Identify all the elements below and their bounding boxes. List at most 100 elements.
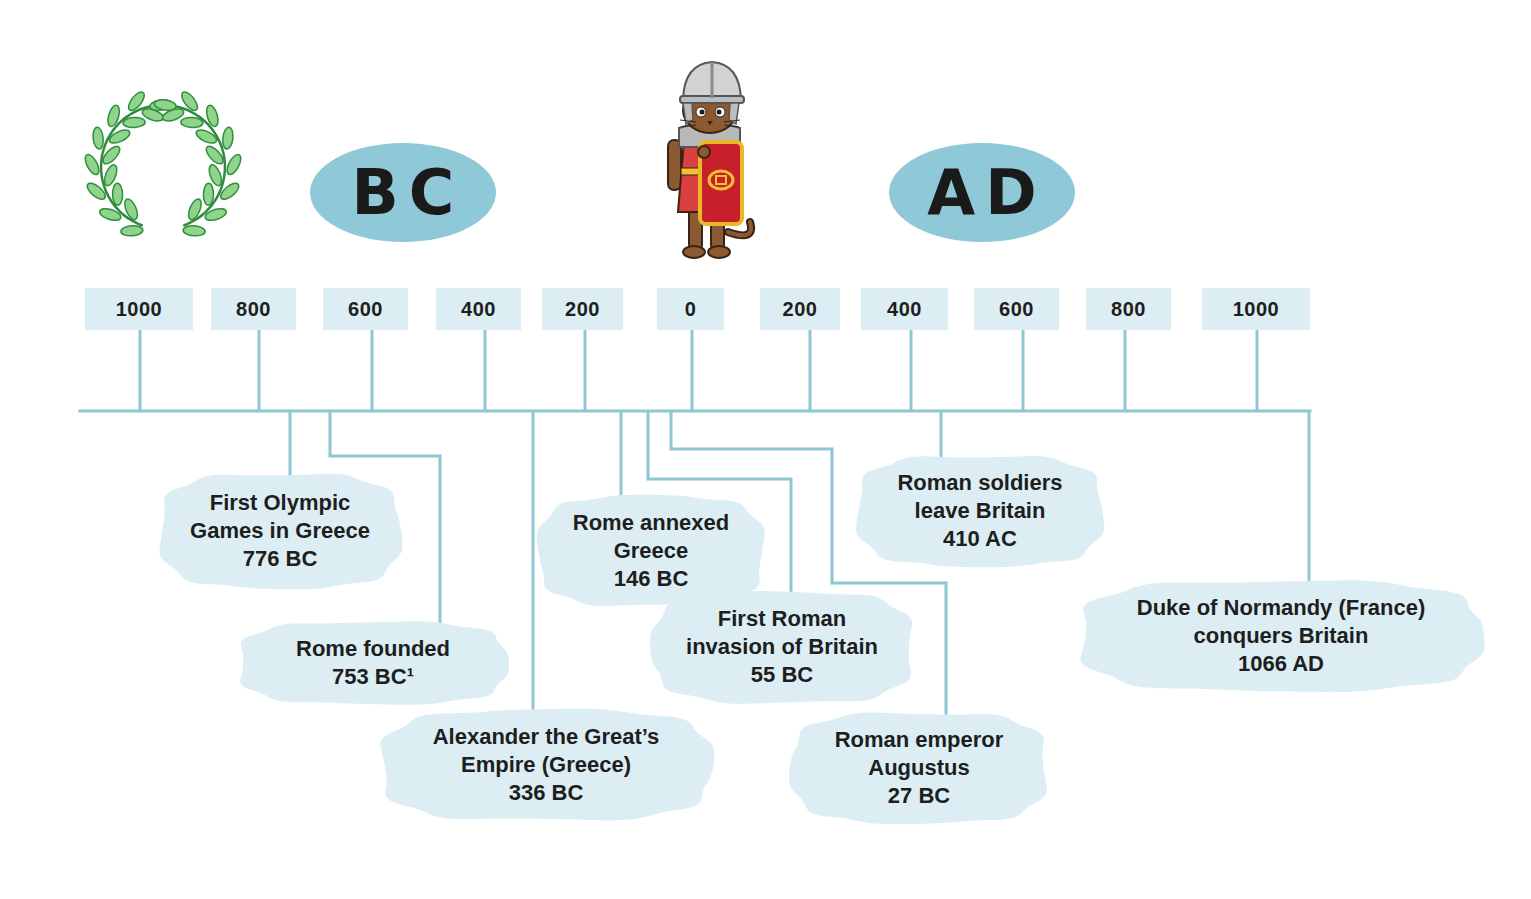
soldier-cat-part — [716, 176, 726, 184]
soldier-cat-part — [707, 121, 713, 125]
year-label: 200 — [565, 297, 600, 321]
cloud-fill — [240, 621, 509, 704]
year-box: 1000 — [85, 288, 193, 330]
soldier-cat-part — [680, 120, 740, 127]
cloud-fill — [159, 474, 402, 590]
year-box: 400 — [861, 288, 948, 330]
year-label: 600 — [348, 297, 383, 321]
cloud-shape — [237, 619, 509, 707]
event-text: First Olympic Games in Greece — [188, 489, 373, 545]
laurel-leaf — [106, 104, 122, 128]
year-box: 0 — [657, 288, 724, 330]
event-text: Duke of Normandy (France) conquers Brita… — [1111, 594, 1451, 650]
tick-line — [910, 330, 913, 411]
timeline-axis — [80, 410, 1310, 413]
soldier-cat-part — [683, 62, 741, 100]
era-label: BC — [342, 162, 465, 224]
event-cloud: Roman emperor Augustus27 BC — [789, 710, 1049, 826]
event-date: 55 BC — [751, 661, 813, 689]
laurel-wreath — [82, 89, 243, 236]
event-text: First Roman invasion of Britain — [680, 605, 885, 661]
era-ellipse: BC — [310, 143, 496, 242]
event-date: 146 BC — [614, 565, 689, 593]
laurel-leaf — [183, 225, 206, 237]
soldier-cat-part — [715, 107, 725, 117]
laurel-leaf — [82, 152, 101, 176]
tick-line — [258, 330, 261, 411]
year-box: 200 — [542, 288, 623, 330]
soldier-cat-part — [683, 246, 705, 258]
leader-line — [532, 411, 535, 721]
laurel-leaf — [194, 127, 218, 145]
laurel-leaf — [207, 163, 224, 187]
event-date: 27 BC — [888, 782, 950, 810]
laurel-leaf — [203, 144, 225, 167]
event-text: Roman emperor Augustus — [819, 726, 1019, 782]
year-label: 600 — [999, 297, 1034, 321]
event-cloud: First Olympic Games in Greece776 BC — [158, 471, 403, 591]
laurel-leaf — [186, 197, 204, 221]
tick-line — [484, 330, 487, 411]
laurel-leaf — [102, 163, 119, 187]
laurel-leaf — [122, 197, 140, 221]
event-date: 776 BC — [243, 545, 318, 573]
year-label: 400 — [461, 297, 496, 321]
tick-line — [1022, 330, 1025, 411]
year-box: 800 — [211, 288, 296, 330]
event-cloud: First Roman invasion of Britain55 BC — [650, 589, 915, 706]
tick-line — [1124, 330, 1127, 411]
soldier-cat-part — [698, 146, 710, 158]
year-box: 800 — [1086, 288, 1171, 330]
event-cloud: Alexander the Great’s Empire (Greece)336… — [379, 707, 714, 823]
laurel-leaf — [154, 99, 177, 112]
leader-line — [289, 411, 292, 485]
laurel-leaf — [112, 183, 122, 205]
tick-line — [691, 330, 694, 411]
cloud-fill — [537, 495, 765, 606]
tick-line — [584, 330, 587, 411]
year-box: 400 — [436, 288, 521, 330]
laurel-leaf — [224, 152, 243, 176]
laurel-leaf — [222, 127, 234, 150]
event-cloud: Roman soldiers leave Britain410 AC — [855, 453, 1105, 569]
laurel-leaf — [181, 117, 203, 128]
laurel-leaf — [123, 117, 145, 128]
tick-line — [809, 330, 812, 411]
cloud-fill — [789, 712, 1047, 824]
era-ellipse-fill — [310, 143, 496, 242]
year-box: 200 — [760, 288, 840, 330]
year-label: 800 — [236, 297, 271, 321]
event-date: 410 AC — [943, 525, 1017, 553]
soldier-cat-part — [709, 171, 733, 189]
laurel-leaf — [204, 104, 220, 128]
soldier-cat-part — [708, 246, 730, 258]
soldier-cat-part — [711, 62, 714, 98]
year-label: 400 — [887, 297, 922, 321]
leader-line — [1308, 411, 1311, 592]
era-ellipse-fill — [889, 143, 1075, 242]
event-cloud: Rome founded753 BC¹ — [237, 619, 509, 707]
year-label: 200 — [783, 297, 818, 321]
laurel-leaf — [100, 144, 122, 167]
era-ellipse: AD — [889, 143, 1075, 242]
year-label: 1000 — [116, 297, 163, 321]
event-text: Roman soldiers leave Britain — [885, 469, 1075, 525]
soldier-cat-part — [717, 110, 722, 115]
leader-line — [620, 411, 623, 507]
year-box: 600 — [974, 288, 1059, 330]
laurel-leaf — [92, 127, 104, 150]
laurel-leaf — [204, 206, 228, 222]
laurel-leaf — [108, 127, 132, 145]
cloud-fill — [649, 590, 911, 703]
laurel-leaf — [121, 225, 144, 237]
year-label: 1000 — [1233, 297, 1280, 321]
event-text: Alexander the Great’s Empire (Greece) — [409, 723, 684, 779]
cloud-fill — [1080, 580, 1484, 692]
soldier-cat-part — [700, 110, 705, 115]
laurel-leaf — [203, 183, 213, 205]
event-date: 1066 AD — [1238, 650, 1324, 678]
year-box: 600 — [323, 288, 408, 330]
tick-line — [139, 330, 142, 411]
